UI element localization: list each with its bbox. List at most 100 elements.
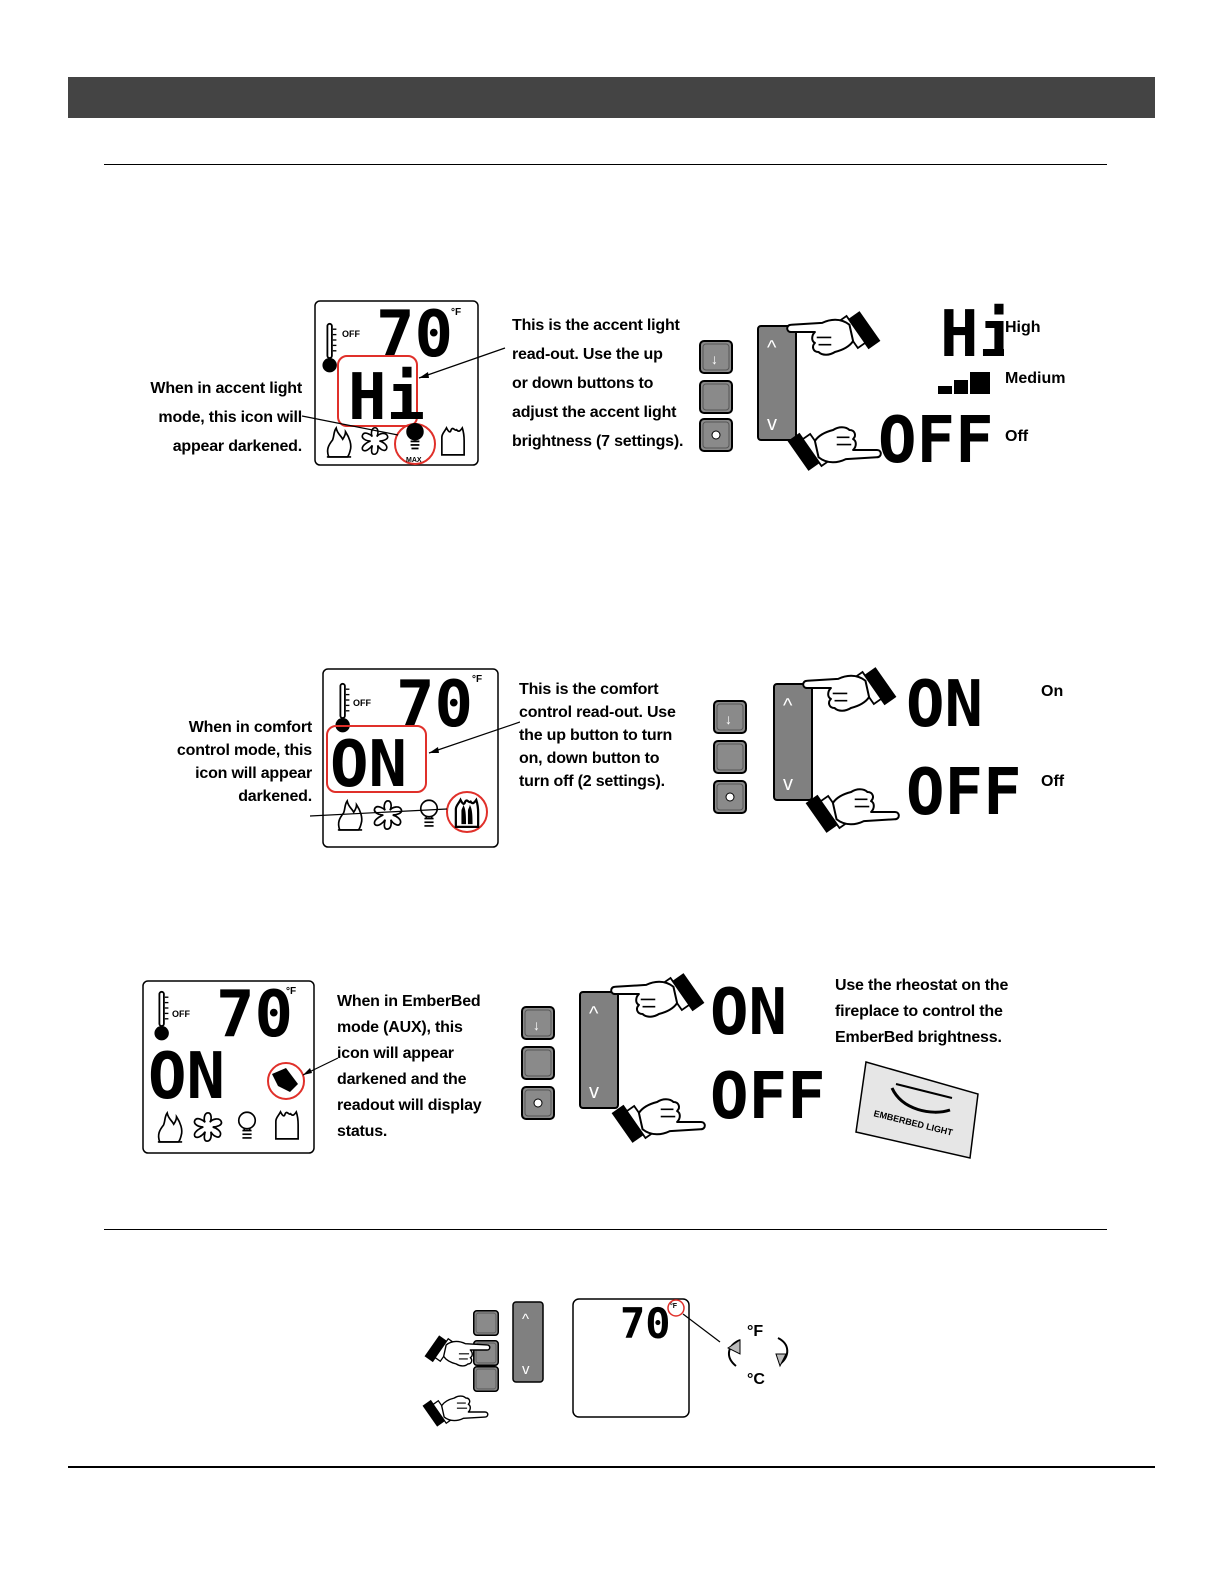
up-arrow-icon: ^ <box>589 1003 599 1025</box>
emberbed-display-diagram: OFF 70 °F ON <box>142 978 339 1154</box>
note-line: EmberBed brightness. <box>835 1029 1002 1046</box>
comfort-icon <box>454 798 480 828</box>
state-on-display: ON <box>906 668 983 742</box>
hand-pointer-icon <box>786 426 882 473</box>
hand-pointer-icon <box>786 309 882 356</box>
note-line: When in comfort <box>188 719 312 736</box>
note-line: read-out. Use the up <box>512 346 663 363</box>
note-line: icon will appear <box>195 765 312 782</box>
hand-pointer-icon <box>804 788 900 835</box>
note-line: appear darkened. <box>172 438 303 455</box>
comfort-states-diagram: ON OFF <box>906 668 1022 824</box>
rheostat-diagram: EMBERBED LIGHT <box>855 1061 979 1159</box>
accent-display-diagram: OFF 70 °F Hi MAX <box>301 298 506 466</box>
leader-line <box>418 347 506 379</box>
note-line: Use the rheostat on the <box>835 977 1009 994</box>
mode-button[interactable] <box>472 1366 500 1392</box>
level-high-label: High <box>1005 319 1041 336</box>
unit-c-label: °C <box>747 1371 765 1388</box>
up-down-rocker[interactable] <box>773 683 813 801</box>
down-arrow-icon: v <box>767 413 777 435</box>
up-down-rocker[interactable] <box>757 325 797 441</box>
comfort-remote-diagram: ↓ ^ v <box>712 665 900 835</box>
max-label: MAX <box>406 457 422 464</box>
hand-pointer-icon <box>802 665 898 712</box>
note-line: readout will display <box>337 1097 482 1114</box>
level-medium-label: Medium <box>1005 370 1066 387</box>
note-line: control mode, this <box>176 742 312 759</box>
level-high-display: Hi <box>940 298 1004 372</box>
temp-unit: °F <box>286 986 296 997</box>
note-line: on, down button to <box>519 750 660 767</box>
rheostat-note: Use the rheostat on the fireplace to con… <box>835 973 1035 1051</box>
level-off-display: OFF <box>878 404 994 472</box>
thermostat-status: OFF <box>172 1009 190 1019</box>
temperature-readout: 70 <box>396 668 473 742</box>
temperature-readout: 70 <box>620 1299 671 1348</box>
leader-line <box>301 415 399 436</box>
svg-text:↓: ↓ <box>533 1017 540 1033</box>
leader-line <box>310 808 448 817</box>
state-off-display: OFF <box>710 1060 826 1132</box>
emberbed-remote-diagram: ↓ ^ v <box>520 971 706 1145</box>
note-line: turn off (2 settings). <box>519 773 665 790</box>
hand-pointer-icon <box>610 1098 706 1145</box>
svg-text:↓: ↓ <box>711 351 718 367</box>
level-bar <box>954 380 968 394</box>
thermo-button[interactable] <box>520 1046 556 1080</box>
unit-highlight <box>667 1299 685 1317</box>
readout-highlight <box>326 725 427 793</box>
thermo-button[interactable] <box>698 380 734 414</box>
rheostat-slot <box>890 1087 951 1114</box>
note-line: status. <box>337 1123 388 1140</box>
units-display-diagram: 70 °F °F °C <box>572 1298 789 1418</box>
lcd-frame <box>142 980 315 1154</box>
lcd-frame <box>322 668 499 848</box>
note-line: When in EmberBed <box>337 993 481 1010</box>
lcd-frame <box>572 1298 690 1418</box>
icon-highlight <box>446 791 488 833</box>
hand-pointer-icon <box>610 971 706 1018</box>
level-off-label: Off <box>1005 428 1029 445</box>
leader-line <box>428 721 520 754</box>
svg-text:↓: ↓ <box>725 711 732 727</box>
note-line: control read-out. Use <box>519 704 676 721</box>
level-bar <box>970 372 990 394</box>
thermo-button[interactable] <box>712 740 748 774</box>
flame-button[interactable] <box>472 1310 500 1336</box>
note-line: the up button to turn <box>519 727 673 744</box>
temp-unit: °F <box>451 307 461 318</box>
accent-remote-diagram: ↓ ^ v <box>698 309 882 473</box>
note-line: or down buttons to <box>512 375 654 392</box>
up-down-rocker[interactable] <box>512 1301 544 1383</box>
comfort-middle-note: This is the comfort control read-out. Us… <box>519 678 709 793</box>
up-arrow-icon: ^ <box>522 1311 529 1328</box>
down-arrow-icon: v <box>783 773 793 795</box>
note-line: This is the comfort <box>519 681 659 698</box>
note-line: This is the accent light <box>512 317 680 334</box>
note-line: darkened and the <box>337 1071 467 1088</box>
note-line: mode, this icon will <box>158 409 302 426</box>
up-down-rocker[interactable] <box>579 991 619 1109</box>
temp-unit: °F <box>472 674 482 685</box>
header-bar <box>68 77 1155 118</box>
unit-f-label: °F <box>747 1323 763 1340</box>
state-off-label: Off <box>1041 773 1065 790</box>
footer-rule <box>68 1466 1155 1468</box>
section-rule-top <box>104 164 1107 165</box>
note-line: brightness (7 settings). <box>512 433 684 450</box>
note-line: fireplace to control the <box>835 1003 1003 1020</box>
emberbed-readout: ON <box>148 1040 225 1114</box>
accent-levels-diagram: Hi OFF <box>878 298 1004 472</box>
thermostat-status: OFF <box>353 698 371 708</box>
emberbed-states-diagram: ON OFF <box>710 976 826 1132</box>
temp-unit: °F <box>670 1302 678 1310</box>
aux-icon <box>272 1068 298 1092</box>
note-line: darkened. <box>238 788 312 805</box>
note-line: adjust the accent light <box>512 404 677 421</box>
down-arrow-icon: v <box>522 1361 530 1378</box>
accent-middle-note: This is the accent light read-out. Use t… <box>512 311 692 456</box>
emberbed-note: When in EmberBed mode (AUX), this icon w… <box>337 989 507 1145</box>
temperature-readout: 70 <box>216 978 293 1052</box>
comfort-readout: ON <box>330 728 407 802</box>
